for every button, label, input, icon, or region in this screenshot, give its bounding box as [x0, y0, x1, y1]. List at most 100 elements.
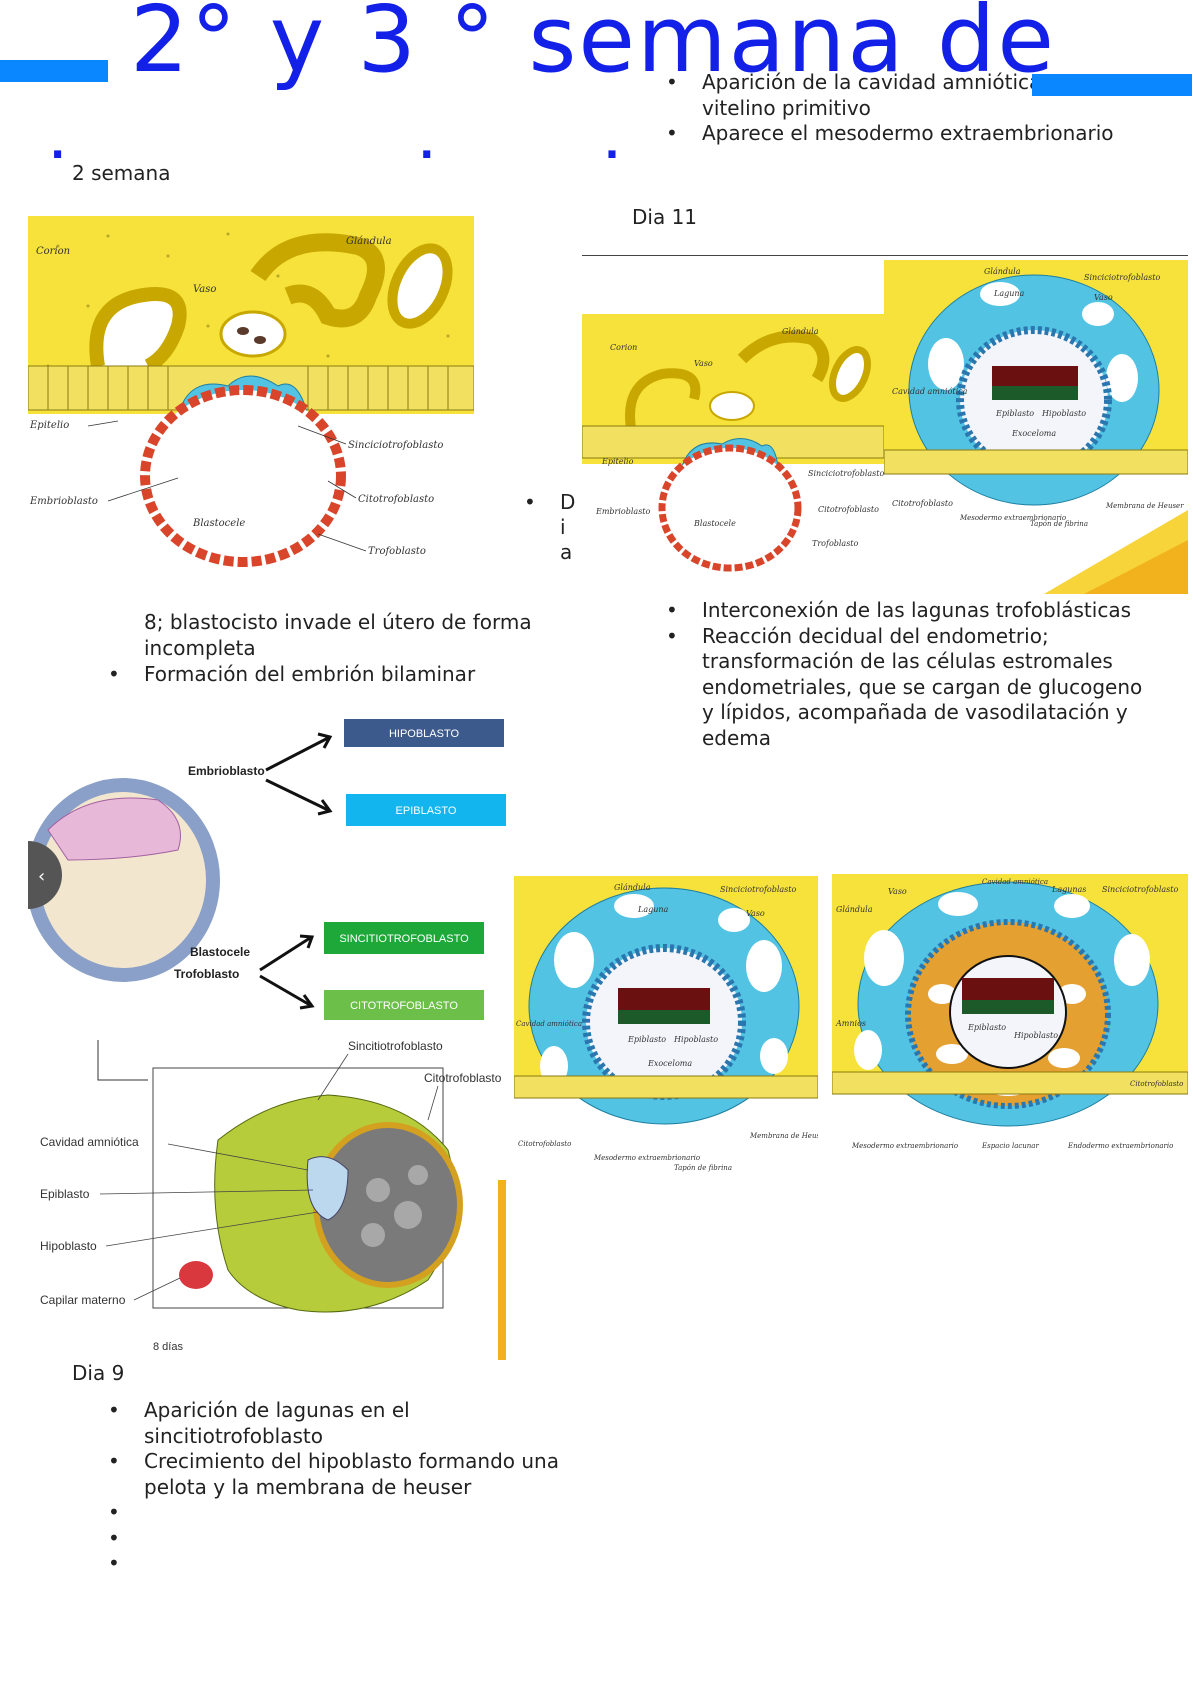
bullet-item [72, 1551, 572, 1577]
label-hipoblasto: Hipoblasto [1013, 1031, 1058, 1040]
bullet-item: Reacción decidual del endometrio; transf… [630, 624, 1150, 752]
label-laguna: Laguna [993, 289, 1025, 298]
label-vaso: Vaso [746, 909, 765, 918]
label-cavidad: Cavidad amniótica [892, 387, 968, 396]
label-glandula: Glándula [346, 236, 392, 247]
label-sincitio: Sincitiotrofoblasto [348, 1040, 443, 1053]
label-blastocele: Blastocele [192, 518, 245, 529]
bilaminar-scheme-figure: ‹ Embrioblasto Blastocele Trofoblasto HI… [28, 719, 506, 1020]
bullet-item: Crecimiento del hipoblasto formando una … [72, 1449, 572, 1500]
label-sincitio: Sinciciotrofoblasto [1102, 885, 1178, 894]
label-vaso: Vaso [888, 887, 907, 896]
label-exoceloma: Exoceloma [647, 1059, 692, 1068]
label-trofoblasto: Trofoblasto [368, 546, 426, 557]
lacunar-space-figure: Cavidad amniótica Vaso Lagunas Sinciciot… [832, 874, 1188, 1150]
label-citotrofoblasto: Citotrofoblasto [892, 499, 953, 508]
label-mesodermo: Mesodermo extraembrionario [851, 1142, 958, 1150]
label-amniotica: Cavidad amniótica [40, 1135, 139, 1149]
title-bar-left [0, 60, 108, 82]
page-title: 2° y 3 ° semana de [130, 0, 1056, 93]
day11-implanted-figure: Glándula Laguna Sinciciotrofoblasto Vaso… [884, 260, 1188, 594]
day8-text: 8; blastocisto invade el útero de forma … [144, 610, 532, 660]
bullet-item: Aparición de la cavidad amniótica y [630, 70, 1150, 96]
label-espacio: Espacio lacunar [981, 1142, 1039, 1150]
divider-line [582, 255, 1188, 256]
label-citotrofoblasto: Citotrofoblasto [518, 1140, 571, 1148]
label-endodermo: Endodermo extraembrionario [1067, 1142, 1173, 1150]
box-citotrofoblasto [324, 990, 484, 1020]
label-vaso: Vaso [193, 284, 216, 295]
box-label: EPIBLASTO [396, 805, 457, 817]
label-embrioblasto: Embrioblasto [595, 507, 651, 516]
label-embrioblasto: Embrioblasto [29, 496, 98, 507]
title-dots: . .. [50, 122, 790, 168]
label-sincitio: Sinciciotrofoblasto [808, 469, 884, 478]
label-corion: Corion [36, 246, 70, 257]
label-cito: Citotrofoblasto [424, 1071, 502, 1085]
letter: D [560, 490, 576, 514]
label-laguna: Laguna [637, 905, 669, 914]
label-trofoblasto: Trofoblasto [174, 967, 239, 981]
label-hipoblasto: Hipoblasto [40, 1239, 97, 1253]
label-corion: Corion [610, 343, 637, 352]
label-trofoblasto: Trofoblasto [812, 539, 859, 548]
label-mesodermo: Mesodermo extraembrionario [593, 1154, 700, 1162]
bullet-item: Aparece el mesodermo extraembrionario [630, 121, 1150, 147]
top-bullets: Aparición de la cavidad amniótica y vite… [630, 70, 1150, 147]
box-hipoblasto [344, 719, 504, 747]
day11-label: Dia 11 [632, 205, 698, 229]
label-citotrofoblasto: Citotrofoblasto [358, 494, 434, 505]
letter: i [560, 515, 566, 539]
day8-bullets: Formación del embrión bilaminar [72, 662, 552, 688]
bullet-item [72, 1500, 572, 1526]
bullet-item: Interconexión de las lagunas trofoblásti… [630, 598, 1150, 624]
label-sinciciotrofoblasto: Sinciciotrofoblasto [348, 440, 443, 451]
lacunae-stage-figure: Glándula Laguna Sinciciotrofoblasto Vaso… [514, 876, 818, 1172]
label-sincitio: Sinciciotrofoblasto [720, 885, 796, 894]
letter: a [560, 540, 573, 564]
carousel-prev-button [28, 841, 62, 909]
bullet-item [72, 1526, 572, 1552]
label-blastocele: Blastocele [190, 945, 250, 959]
box-sincitiotrofoblasto [324, 922, 484, 954]
label-epiblasto: Epiblasto [967, 1023, 1006, 1032]
bullet-item: Formación del embrión bilaminar [72, 662, 552, 688]
label-cavidad: Cavidad amniótica [982, 878, 1048, 886]
label-hipoblasto: Hipoblasto [1041, 409, 1086, 418]
label-sincitio: Sinciciotrofoblasto [1084, 273, 1160, 282]
blastocyst-implantation-figure: Corion Vaso Glándula Epitelio Sinciciotr… [28, 216, 474, 567]
label-epiblasto: Epiblasto [40, 1187, 90, 1201]
blastocyst-small-figure: Corion Vaso Glándula Epitelio Sinciciotr… [582, 314, 884, 572]
label-vaso: Vaso [694, 359, 713, 368]
box-label: SINCITIOTROFOBLASTO [339, 933, 469, 945]
label-epiblasto: Epiblasto [995, 409, 1034, 418]
day9-label: Dia 9 [72, 1361, 125, 1385]
day8-section-figure: Sincitiotrofoblasto Citotrofoblasto Cavi… [28, 1040, 514, 1360]
week-label: 2 semana [72, 161, 171, 185]
label-glandula: Glándula [782, 327, 819, 336]
label-blastocele: Blastocele [693, 519, 736, 528]
bullet-item: Aparición de lagunas en el sincitiotrofo… [72, 1398, 572, 1449]
label-embrioblasto: Embrioblasto [188, 764, 265, 778]
bullet-continuation: vitelino primitivo [702, 95, 871, 120]
box-label: HIPOBLASTO [389, 728, 460, 740]
box-epiblasto [346, 794, 506, 826]
label-membrana: Membrana de Heuser [1105, 502, 1184, 510]
label-glandula: Glándula [836, 905, 873, 914]
label-epiblasto: Epiblasto [627, 1035, 666, 1044]
label-vaso: Vaso [1094, 293, 1113, 302]
label-citotrofoblasto: Citotrofoblasto [1130, 1080, 1183, 1088]
label-capilar: Capilar materno [40, 1293, 126, 1307]
day9-bullets: Aparición de lagunas en el sincitiotrofo… [72, 1398, 572, 1577]
label-glandula: Glándula [984, 267, 1021, 276]
box-label: CITOTROFOBLASTO [350, 1000, 458, 1012]
title-bar-right [1032, 74, 1192, 96]
label-tapon: Tapón de fibrina [674, 1164, 732, 1172]
label-epitelio: Epitelio [29, 420, 69, 431]
label-tapon: Tapón de fibrina [1030, 520, 1088, 528]
label-cavidad: Cavidad amniótica [516, 1020, 582, 1028]
label-citotrofoblasto: Citotrofoblasto [818, 505, 879, 514]
chevron-left-icon: ‹ [38, 866, 45, 887]
label-amnios: Amnios [835, 1019, 866, 1028]
label-membrana: Membrana de Heuser [749, 1132, 818, 1140]
